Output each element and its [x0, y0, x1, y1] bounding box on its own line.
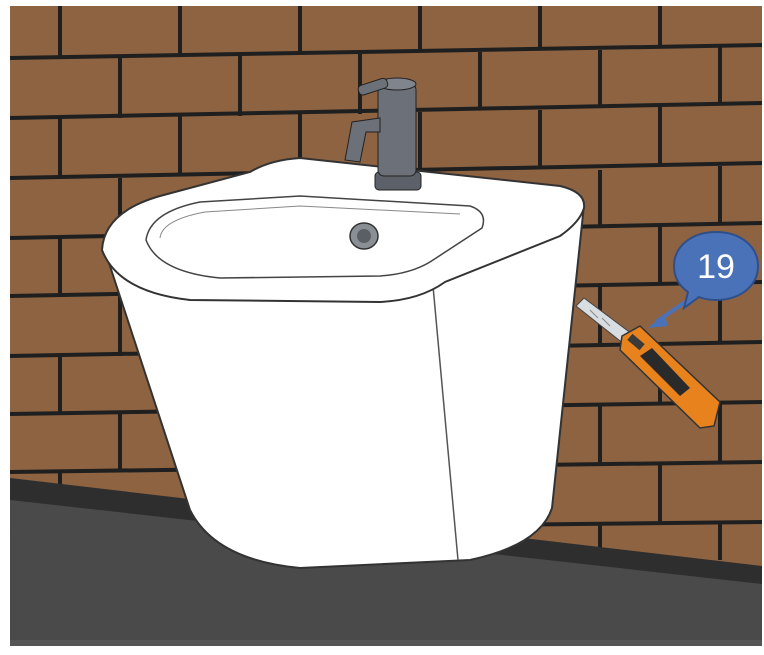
- faucet-column: [378, 84, 416, 176]
- overflow-hole-inner: [357, 229, 371, 243]
- step-number-badge: 19: [670, 228, 762, 312]
- frame-bottom-border: [10, 640, 762, 646]
- step-number: 19: [670, 228, 762, 312]
